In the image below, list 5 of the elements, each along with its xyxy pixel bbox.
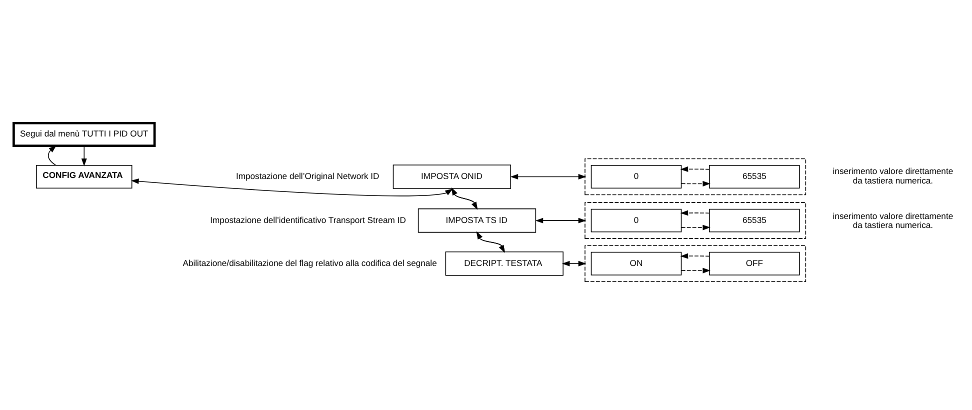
- node-label: Impostazione dell’identificativo Transport Stream ID: [210, 214, 406, 224]
- label: inserimento valore direttamente da tastiera numerica.: [832, 166, 954, 186]
- node-label: Abilitazione/disabilitazione del flag relativo alla codifica del segnale: [182, 257, 437, 268]
- label: inserimento valore direttamente da tastiera numerica.: [832, 210, 954, 230]
- node-label: Impostazione dell’Original Network ID: [236, 170, 380, 180]
